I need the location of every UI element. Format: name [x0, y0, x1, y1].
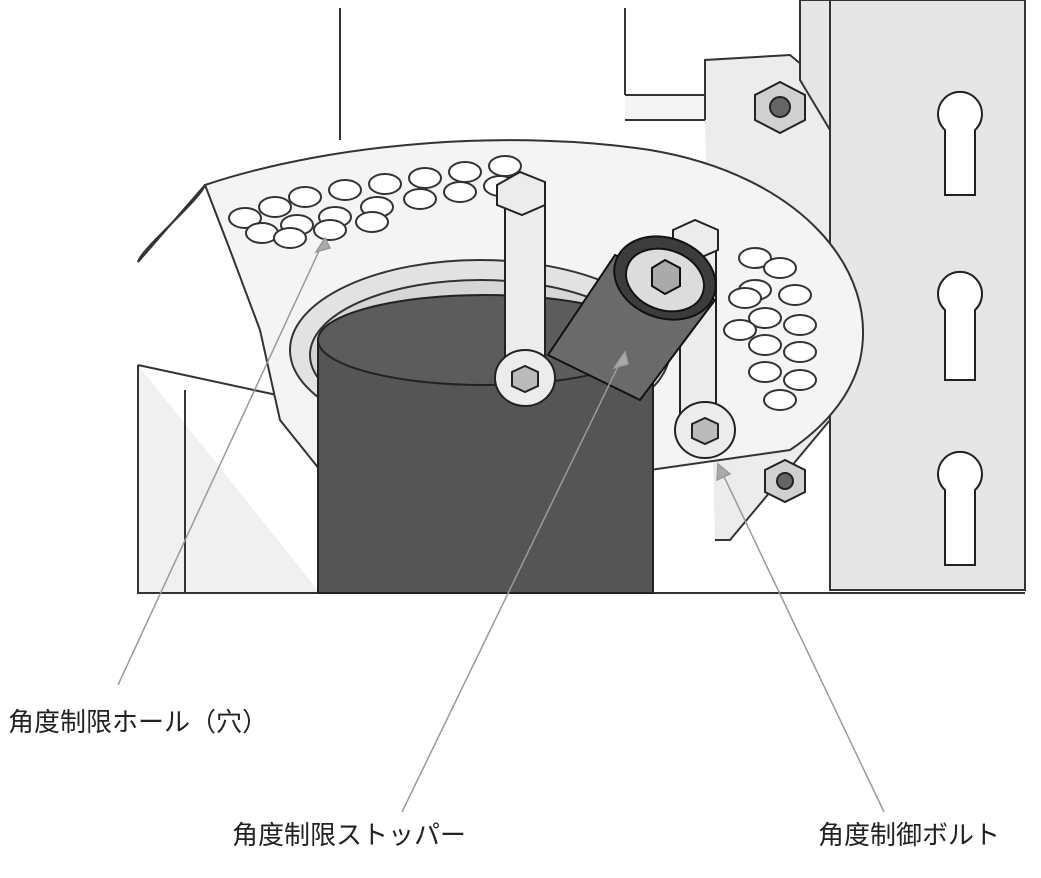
- angle-limit-hole: [228, 207, 262, 229]
- angle-limit-hole: [778, 284, 812, 306]
- angle-limit-hole: [288, 186, 322, 208]
- leader-lines: [117, 236, 885, 813]
- angle-limit-hole: [403, 188, 437, 210]
- angle-limit-hole: [738, 247, 772, 269]
- angle-limit-stopper-label: 角度制限ストッパー: [232, 821, 467, 851]
- angle-limit-hole: [245, 222, 279, 244]
- angle-limit-hole: [328, 179, 362, 201]
- angle-limit-hole: [748, 307, 782, 329]
- angle-limit-hole: [748, 334, 782, 356]
- angle-limit-hole: [258, 196, 292, 218]
- angle-limit-hole: [368, 173, 402, 195]
- angle-limit-hole: [723, 319, 757, 341]
- angle-limit-hole: [748, 361, 782, 383]
- angle-limit-hole: [273, 227, 307, 249]
- angle-limit-hole: [443, 181, 477, 203]
- keyhole-slots: [937, 90, 983, 566]
- angle-limit-hole: [728, 287, 762, 309]
- angle-control-bolt-label: 角度制御ボルト: [818, 821, 1001, 851]
- angle-limit-hole: [763, 389, 797, 411]
- angle-limit-hole: [448, 161, 482, 183]
- angle-limit-hole: [355, 211, 389, 233]
- angle-limit-hole: [408, 167, 442, 189]
- angle-limit-stopper: [546, 235, 717, 402]
- mounting-nut: [754, 80, 806, 504]
- angle-limit-hole: [313, 219, 347, 241]
- angle-limit-holes-label: 角度制限ホール（穴）: [8, 708, 269, 738]
- angle-limit-hole: [763, 257, 797, 279]
- angle-limit-holes: [228, 155, 817, 411]
- angle-limit-hole: [783, 314, 817, 336]
- angle-limit-hole: [783, 341, 817, 363]
- angle-limit-hole: [783, 369, 817, 391]
